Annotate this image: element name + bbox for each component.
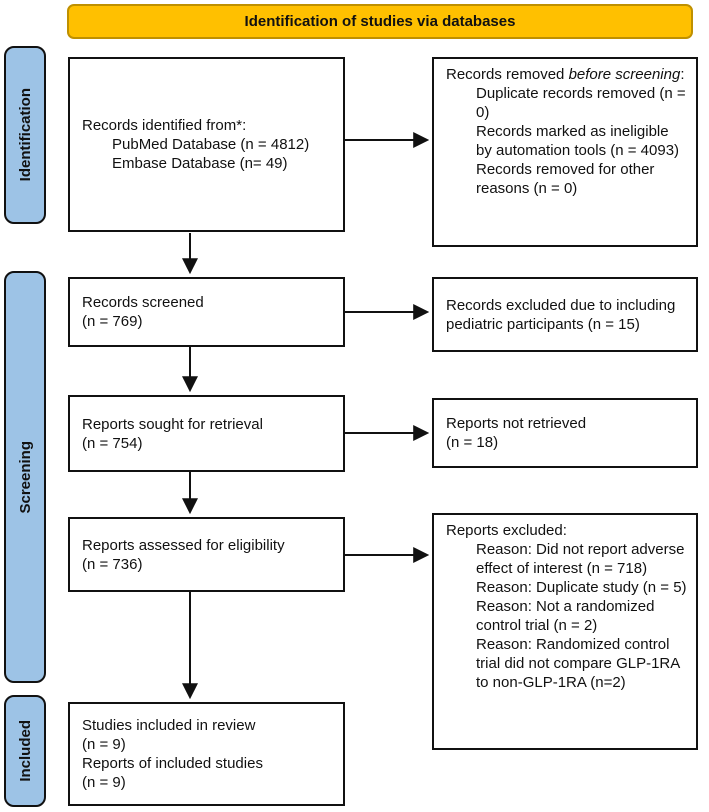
records-removed-box: Records removed before screening: Duplic… [432,57,698,247]
box-line: Reason: Duplicate study (n = 5) [476,579,687,596]
box-line: Studies included in review [82,717,256,734]
header-banner: Identification of studies via databases [67,4,693,39]
studies-included-box: Studies included in review (n = 9) Repor… [68,702,345,806]
stage-label: Identification [16,88,34,182]
stage-label: Included [16,720,34,782]
stage-label: Screening [16,440,34,514]
stage-tab-identification: Identification [4,46,46,224]
box-line: Records excluded due to including pediat… [446,296,676,333]
reports-excluded-box: Reports excluded: Reason: Did not report… [432,513,698,750]
box-line: (n = 736) [82,555,143,573]
box-line: Reason: Did not report adverse effect of… [476,541,685,577]
box-line: Records removed for other reasons (n = 0… [476,161,655,197]
records-identified-box: Records identified from*: PubMed Databas… [68,57,345,232]
box-title: Reports excluded: [446,522,567,539]
box-line: Reason: Randomized control trial did not… [476,636,680,691]
box-line: Reports of included studies [82,755,263,772]
box-line: Embase Database (n= 49) [112,155,288,172]
box-title: Records identified from*: [82,117,247,134]
box-line: (n = 9) [82,736,126,753]
records-screened-box: Records screened (n = 769) [68,277,345,347]
box-line: PubMed Database (n = 4812) [112,136,310,153]
header-title: Identification of studies via databases [244,13,516,30]
box-line: Reports not retrieved [446,415,587,432]
box-line: Duplicate records removed (n = 0) [476,85,686,121]
box-line: (n = 754) [82,434,143,452]
box-title: Records removed before screening: [446,66,685,83]
box-line: Reason: Not a randomized control trial (… [476,598,655,634]
reports-not-retrieved-box: Reports not retrieved (n = 18) [432,398,698,468]
reports-assessed-box: Reports assessed for eligibility (n = 73… [68,517,345,592]
box-line: Reports sought for retrieval [82,415,263,433]
box-line: Records screened [82,294,204,311]
box-line: Records marked as ineligible by automati… [476,123,680,159]
reports-sought-box: Reports sought for retrieval (n = 754) [68,395,345,472]
box-line: (n = 18) [446,434,499,451]
stage-tab-included: Included [4,695,46,807]
box-line: Reports assessed for eligibility [82,536,285,554]
box-line: (n = 769) [82,313,143,330]
records-excluded-box: Records excluded due to including pediat… [432,277,698,352]
italic-phrase: before screening [568,66,681,83]
box-line: (n = 9) [82,774,126,791]
stage-tab-screening: Screening [4,271,46,683]
